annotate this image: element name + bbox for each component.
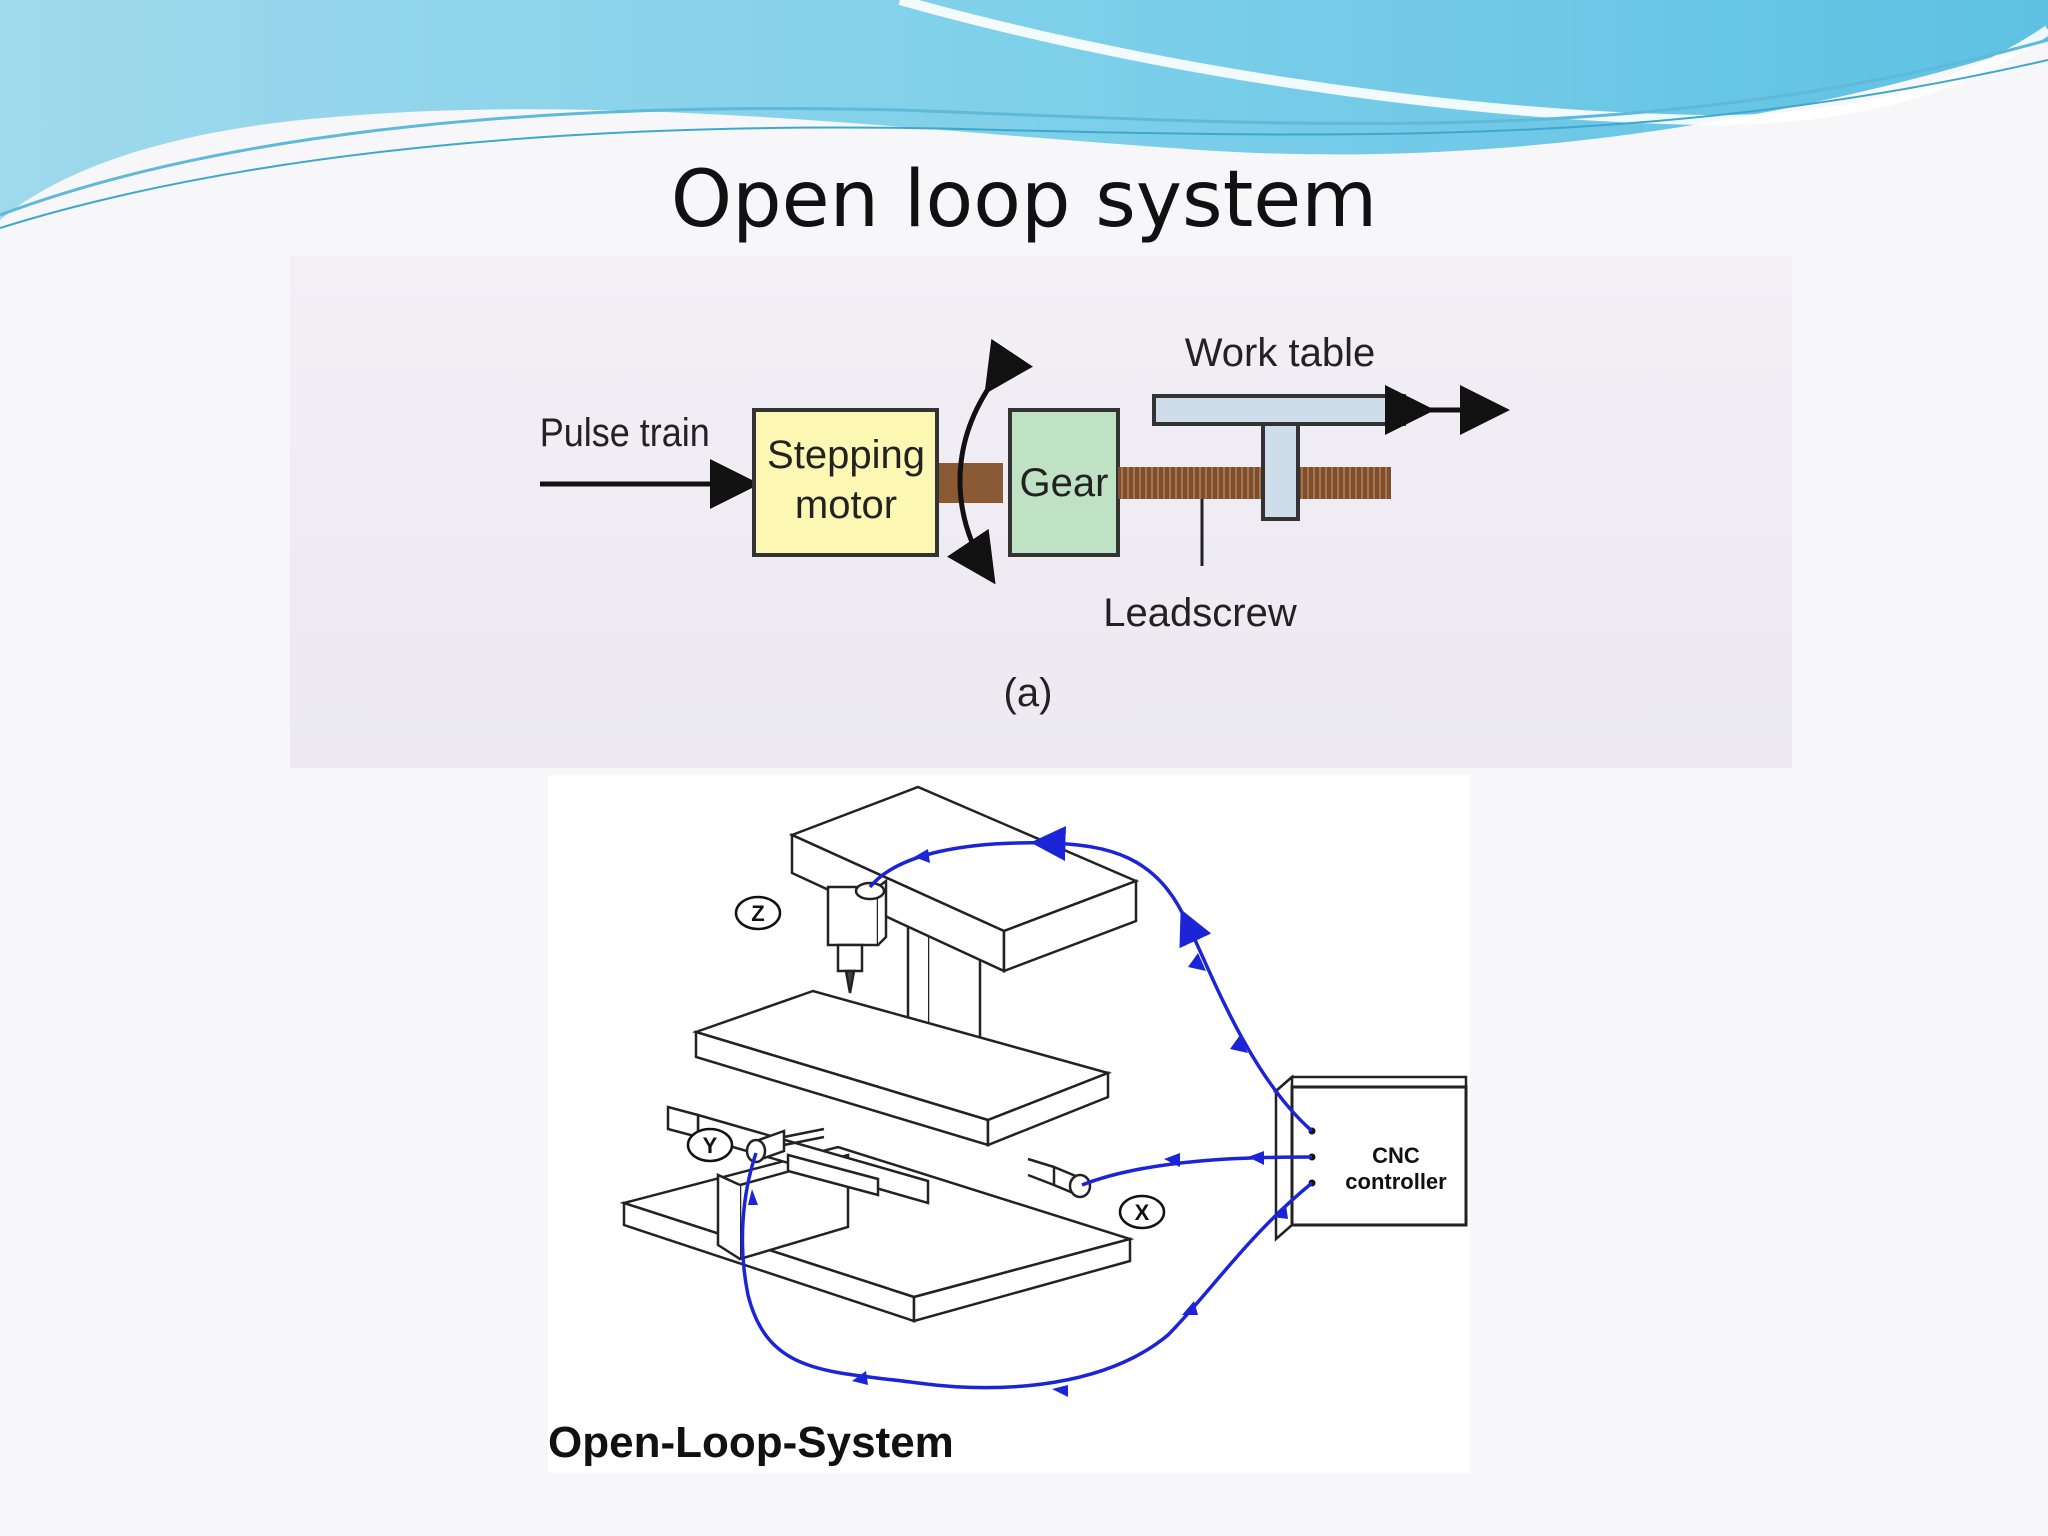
work-table-label: Work table xyxy=(1185,331,1375,375)
axis-y-label: Y xyxy=(703,1133,718,1158)
gear-label: Gear xyxy=(1020,461,1109,505)
signal-line-y xyxy=(740,1152,1314,1390)
z-motor xyxy=(854,881,886,901)
spindle xyxy=(836,943,864,973)
diagram-b: Z Y X CNC controller xyxy=(548,785,1468,1467)
stepping-motor-label-line2: motor xyxy=(795,483,897,527)
leadscrew xyxy=(1118,467,1391,499)
header-wave-decoration xyxy=(0,0,2048,229)
stepping-motor-box xyxy=(752,408,939,557)
rotation-arrow xyxy=(947,338,1033,585)
motor-shaft xyxy=(937,463,1003,503)
diagram-a-caption: (a) xyxy=(1004,671,1053,715)
signal-arrowheads xyxy=(748,837,1288,1397)
milling-machine xyxy=(619,785,1140,1323)
signal-lines xyxy=(740,826,1314,1390)
cnc-controller: CNC controller xyxy=(1272,1074,1468,1242)
axis-labels: Z Y X xyxy=(686,895,1166,1230)
axis-z-label: Z xyxy=(751,901,764,926)
axis-x-label: X xyxy=(1135,1200,1150,1225)
cnc-controller-label-line2: controller xyxy=(1345,1169,1447,1194)
cnc-controller-label-line1: CNC xyxy=(1372,1143,1420,1168)
signal-line-z xyxy=(868,826,1314,1133)
signal-line-x xyxy=(1081,1155,1313,1187)
work-table-post xyxy=(1261,422,1300,521)
work-table-top xyxy=(1152,394,1406,426)
slide-title: Open loop system xyxy=(670,155,1378,245)
diagram-b-panel: Z Y X CNC controller xyxy=(548,775,1470,1473)
diagram-a-panel: Pulse train Stepping motor Gear Leadscre… xyxy=(290,256,1792,768)
leadscrew-label: Leadscrew xyxy=(1103,591,1297,635)
stepping-motor-label-line1: Stepping xyxy=(767,433,925,477)
pulse-train-label: Pulse train xyxy=(540,411,710,455)
cnc-controller-box xyxy=(1290,1085,1468,1227)
diagram-b-caption: Open-Loop-System xyxy=(548,1418,954,1467)
cutting-tool xyxy=(844,969,856,994)
diagram-a: Pulse train Stepping motor Gear Leadscre… xyxy=(540,331,1510,715)
